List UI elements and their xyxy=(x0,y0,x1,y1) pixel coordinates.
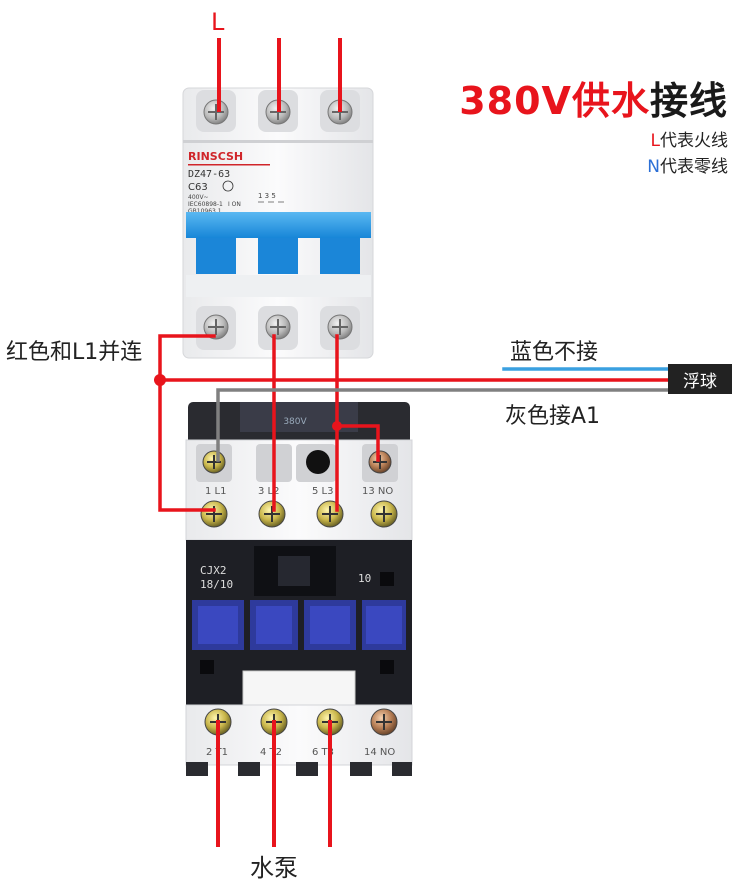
ccc-mark-icon xyxy=(222,180,234,192)
breaker-standard-1: IEC60898-1 xyxy=(188,201,223,208)
title-voltage: 380V xyxy=(459,79,572,123)
screw-icon xyxy=(258,500,286,528)
junction-dot xyxy=(332,421,342,431)
contact-window-4 xyxy=(366,606,402,644)
circuit-breaker: RINSCSH DZ47-63 C63 400V~ IEC60898-1 GB1… xyxy=(182,87,374,359)
contactor-screws xyxy=(200,450,398,736)
breaker-pole-marks: 1 3 5 xyxy=(258,192,276,200)
terminal-label-5: 5 L3 xyxy=(312,486,333,497)
coil-terminal-cover xyxy=(306,450,330,474)
breaker-standard-2: GB10963.1 xyxy=(188,208,222,215)
legend-neutral-key: N xyxy=(647,157,660,177)
label-plate xyxy=(242,670,356,712)
screw-icon xyxy=(370,500,398,528)
terminal-label-4: 4 T2 xyxy=(260,747,282,758)
screw-icon xyxy=(368,450,392,474)
contact-window-1 xyxy=(198,606,238,644)
wire-grey-a1 xyxy=(216,388,670,462)
screw-icon xyxy=(202,450,226,474)
screw-icon xyxy=(265,314,291,340)
coil-voltage: 380V xyxy=(283,417,307,427)
terminal-label-3: 3 L2 xyxy=(258,486,279,497)
legend-neutral: N代表零线 xyxy=(647,152,728,177)
legend-live: L代表火线 xyxy=(651,126,728,151)
label-pump: 水泵 xyxy=(250,854,298,882)
breaker-switch-bar xyxy=(186,212,371,238)
screw-icon xyxy=(316,500,344,528)
screw-icon xyxy=(203,314,229,340)
legend-live-key: L xyxy=(650,131,660,151)
screw-icon xyxy=(327,314,353,340)
breaker-handle-1 xyxy=(196,238,236,274)
label-live: L xyxy=(211,8,225,36)
label-grey-a1: 灰色接A1 xyxy=(505,404,601,429)
screw-icon xyxy=(200,500,228,528)
breaker-rating: C63 xyxy=(188,182,208,193)
contactor-model-2: 18/10 xyxy=(200,578,233,591)
breaker-model: DZ47-63 xyxy=(188,169,230,180)
wire-l3-to-coil xyxy=(335,424,380,462)
title-supply: 供水 xyxy=(571,79,650,123)
title-wiring: 接线 xyxy=(649,79,728,123)
label-blue-unconnected: 蓝色不接 xyxy=(510,340,599,365)
wire-breaker-l1 xyxy=(158,334,216,512)
breaker-voltage: 400V~ xyxy=(188,194,209,201)
legend-live-text: 代表火线 xyxy=(660,131,728,151)
contact-window-3 xyxy=(310,606,350,644)
terminal-label-13: 13 NO xyxy=(362,486,393,497)
float-switch-box: 浮球 xyxy=(668,364,732,394)
contact-window-2 xyxy=(256,606,292,644)
breaker-brand: RINSCSH xyxy=(188,150,243,163)
terminal-label-14: 14 NO xyxy=(364,747,395,758)
contactor-model-1: CJX2 xyxy=(200,564,227,577)
contactor: 380V 1 L1 3 L2 5 L3 13 NO CJX2 18/10 10 … xyxy=(185,402,413,776)
screw-icon xyxy=(370,708,398,736)
terminal-label-1: 1 L1 xyxy=(205,486,226,497)
breaker-on-text: I ON xyxy=(228,201,241,208)
legend-neutral-text: 代表零线 xyxy=(660,157,728,177)
screw-icon xyxy=(203,99,229,125)
junction-dot xyxy=(154,374,166,386)
breaker-handle-2 xyxy=(258,238,298,274)
breaker-handle-3 xyxy=(320,238,360,274)
label-red-parallel: 红色和L1并连 xyxy=(6,340,143,365)
aux-code: 10 xyxy=(358,572,371,585)
page-title: 380V供水接线 xyxy=(459,70,728,125)
wires xyxy=(158,38,670,847)
terminal-label-6: 6 T3 xyxy=(312,747,334,758)
